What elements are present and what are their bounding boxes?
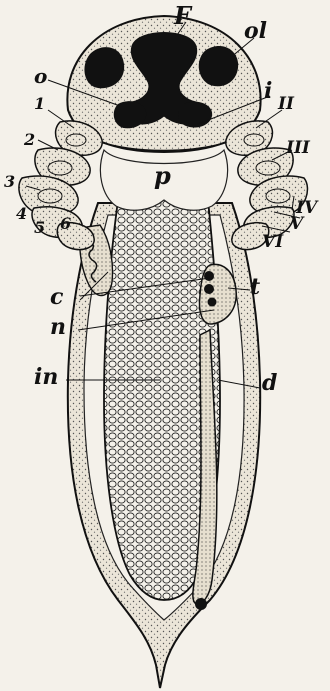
- label-t: t: [250, 276, 260, 298]
- label-6: 6: [60, 216, 71, 232]
- label-o: o: [34, 66, 47, 86]
- label-4: 4: [16, 206, 27, 222]
- label-d: d: [262, 372, 277, 394]
- label-F: F: [174, 4, 191, 28]
- label-III: III: [286, 140, 310, 157]
- duct-opening-2: [204, 284, 214, 294]
- label-c: c: [50, 286, 63, 308]
- label-II: II: [278, 96, 294, 113]
- duct-end: [195, 598, 207, 610]
- label-3: 3: [4, 174, 15, 190]
- label-VI: VI: [262, 234, 283, 251]
- label-in: in: [34, 366, 58, 388]
- label-1: 1: [34, 96, 45, 112]
- label-i: i: [264, 80, 272, 102]
- label-ol: ol: [244, 20, 267, 42]
- label-p: p: [154, 164, 171, 188]
- label-n: n: [50, 316, 66, 338]
- label-5: 5: [34, 220, 45, 236]
- duct-opening-3: [208, 298, 217, 307]
- olfactory-right: [199, 46, 238, 86]
- duct-opening-1: [204, 271, 214, 281]
- label-2: 2: [24, 132, 35, 148]
- label-V: V: [290, 216, 303, 233]
